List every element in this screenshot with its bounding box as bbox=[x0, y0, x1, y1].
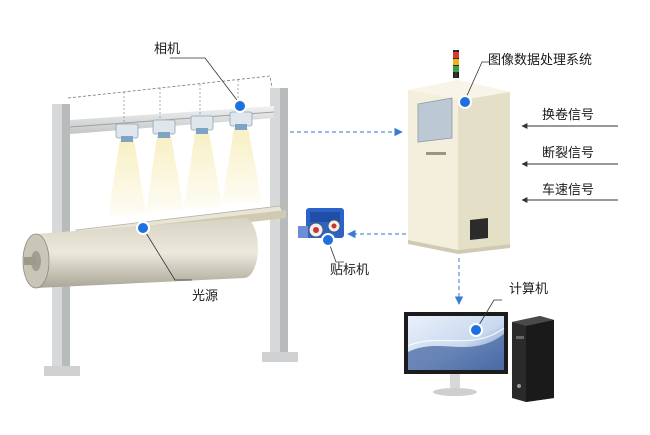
flow-arrows bbox=[290, 127, 464, 305]
material-roller bbox=[22, 205, 286, 289]
labeler-label: 贴标机 bbox=[330, 263, 370, 278]
signal-break-label: 断裂信号 bbox=[542, 146, 595, 161]
labeler-icon bbox=[298, 208, 344, 238]
computer-icon bbox=[404, 312, 554, 402]
signal-speed-label: 车速信号 bbox=[542, 183, 595, 198]
cabinet-icon bbox=[408, 50, 510, 254]
light-source-label: 光源 bbox=[192, 289, 219, 304]
camera-icon bbox=[115, 111, 253, 142]
signal-input-arrows bbox=[521, 123, 618, 203]
marker-dot-icon bbox=[136, 95, 483, 337]
image-system-label: 图像数据处理系统 bbox=[488, 53, 593, 68]
camera-light-cones bbox=[108, 128, 262, 216]
camera-label: 相机 bbox=[154, 42, 181, 57]
computer-label: 计算机 bbox=[509, 282, 549, 297]
leader-lines bbox=[142, 57, 502, 331]
signal-change-roll-label: 换卷信号 bbox=[542, 108, 595, 123]
